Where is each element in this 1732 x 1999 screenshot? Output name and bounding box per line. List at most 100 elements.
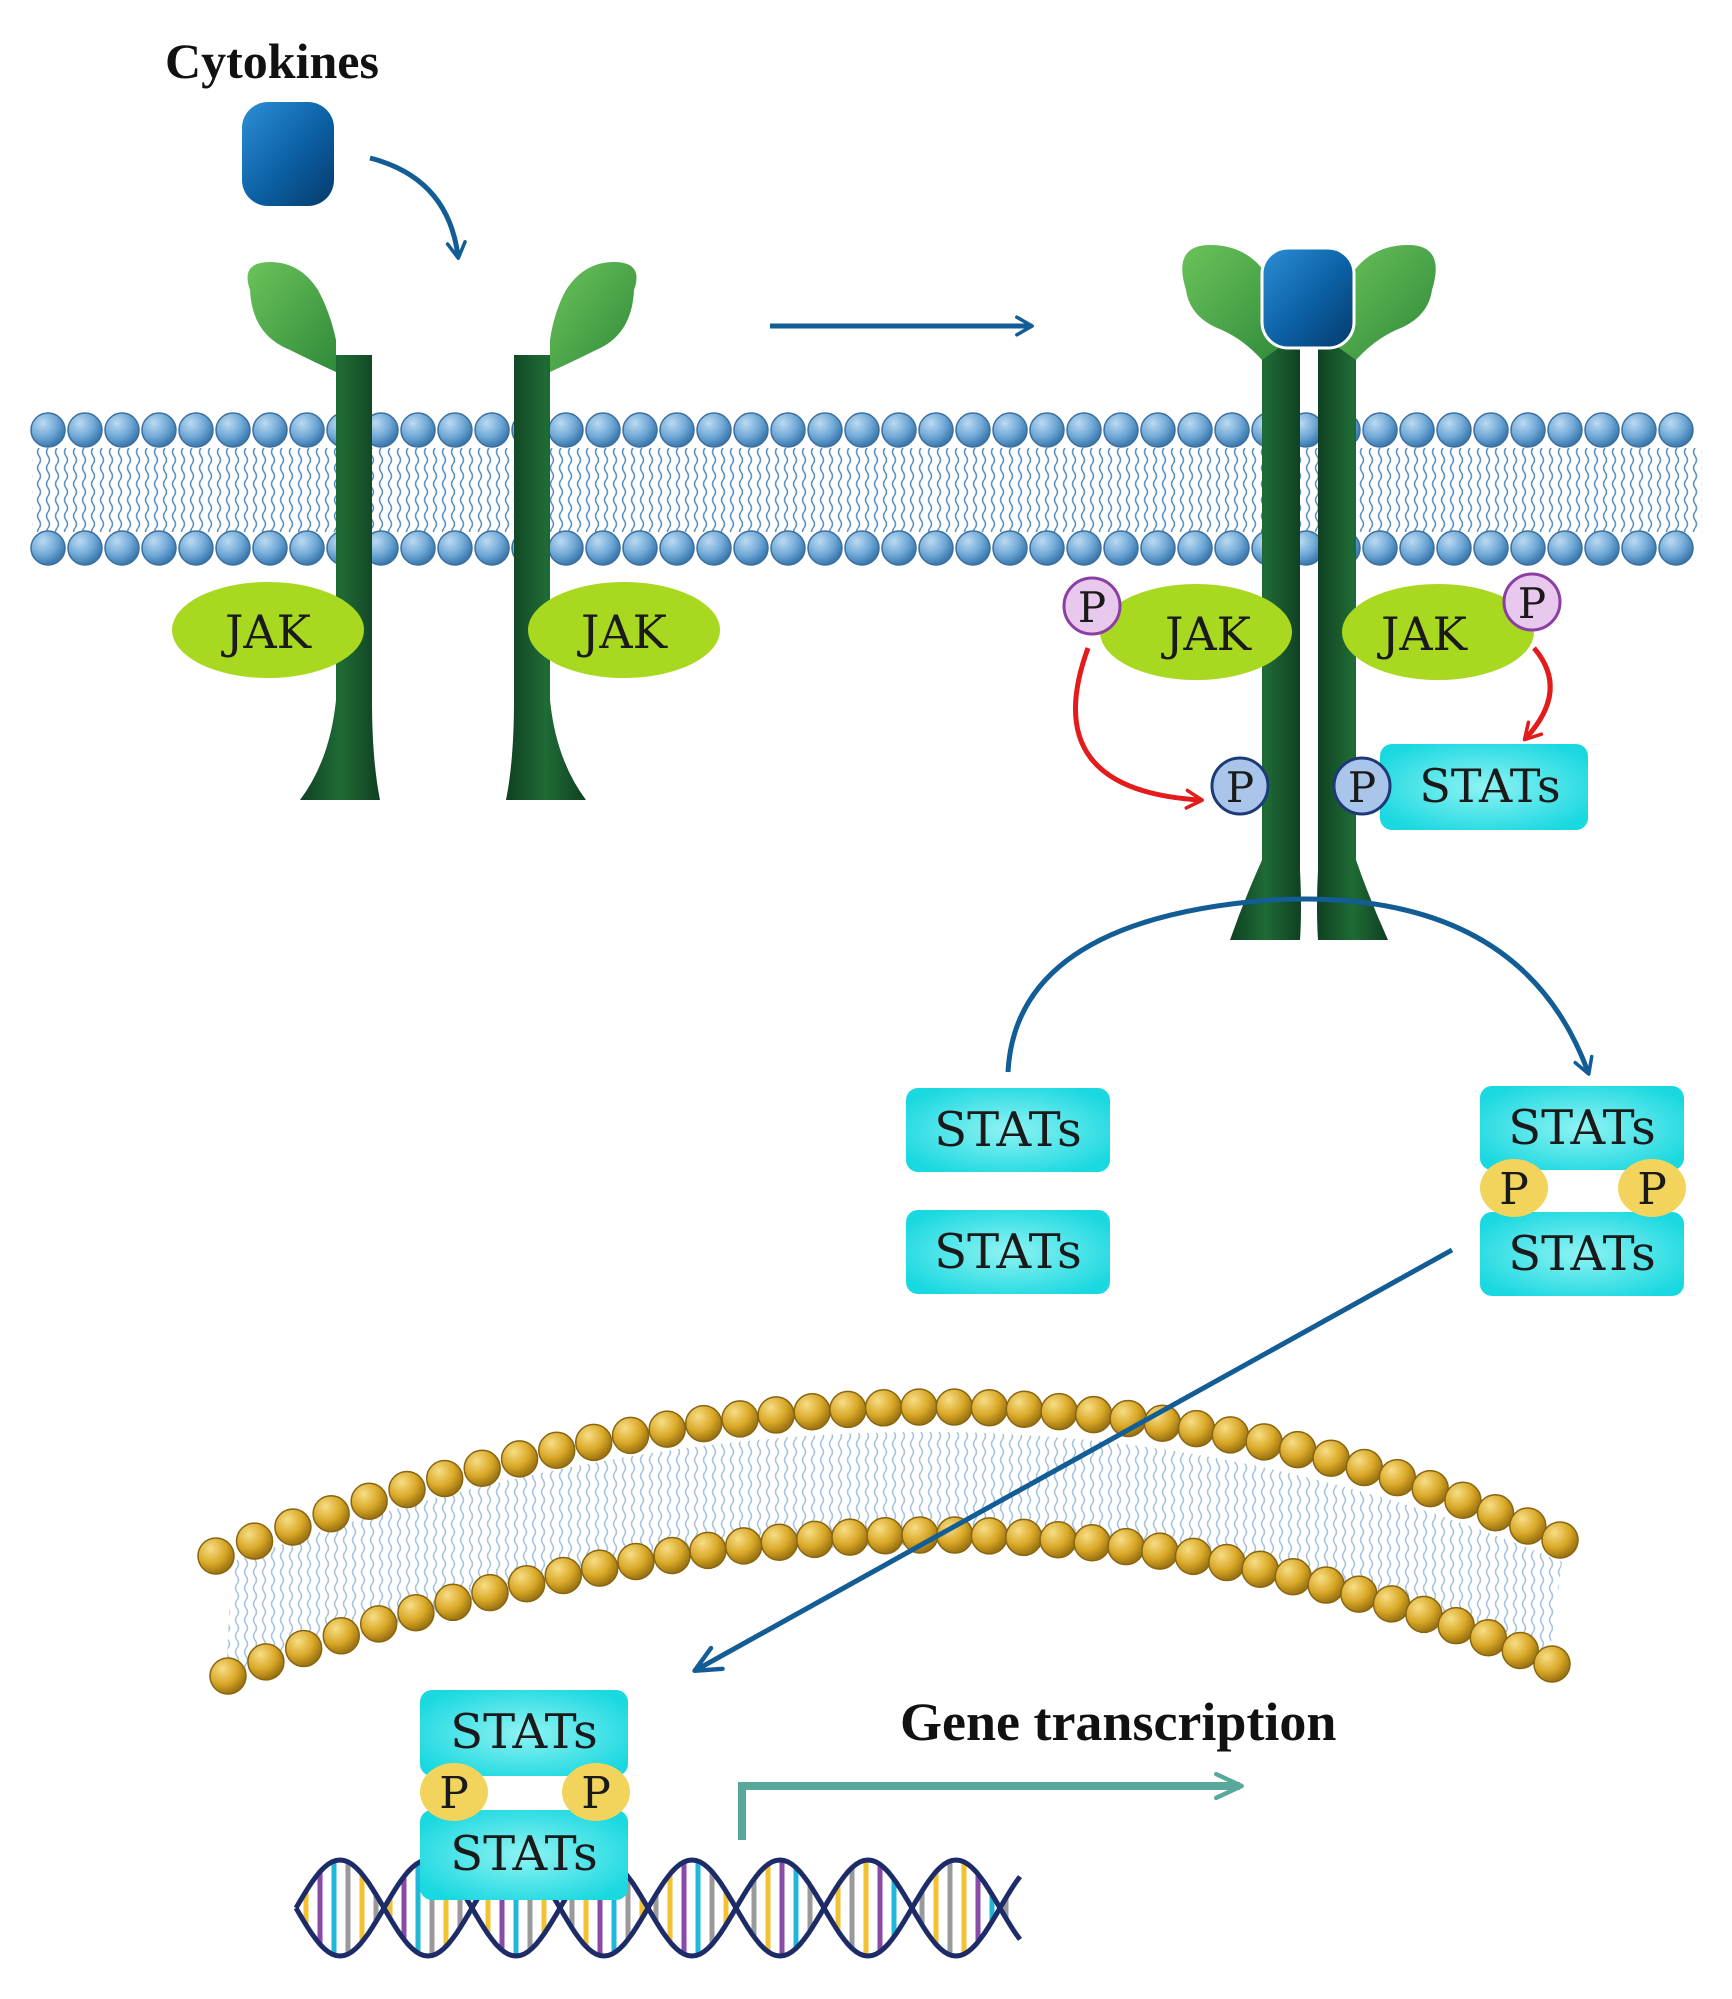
receptor-phosphate-left <box>1210 756 1270 816</box>
nuclear-lipid-head <box>970 1388 1009 1427</box>
lipid-head <box>955 530 991 566</box>
dna-strand-a <box>293 1857 1023 1959</box>
lipid-head <box>881 530 917 566</box>
lipid-head <box>1621 412 1657 448</box>
stats-monomer-2-label: STATs <box>934 1224 1081 1280</box>
nuclear-lipid-head <box>1211 1416 1250 1454</box>
lipid-head <box>67 530 103 566</box>
nuclear-lipid-head <box>312 1494 350 1533</box>
lipid-head <box>585 412 621 448</box>
lipid-head <box>1399 530 1435 566</box>
nuclear-lipid-head <box>1005 1518 1043 1557</box>
lipid-head <box>178 530 214 566</box>
nuclear-lipid-head <box>689 1531 727 1570</box>
dimerization-arrow <box>1005 896 1594 1076</box>
receptor-head-right <box>550 262 637 372</box>
lipid-head <box>474 412 510 448</box>
lipid-head <box>1140 530 1176 566</box>
jak-left-phosphate-label: P <box>1078 583 1106 632</box>
nuclear-lipid-head <box>900 1388 938 1426</box>
nuclear-lipid-head <box>1073 1524 1111 1562</box>
lipid-head <box>141 530 177 566</box>
nuclear-lipid-head <box>1405 1595 1443 1634</box>
lipid-head <box>1473 412 1509 448</box>
stats-monomer-1-label: STATs <box>934 1102 1081 1158</box>
nuclear-lipid-head <box>274 1508 312 1546</box>
lipid-head <box>585 530 621 566</box>
jak-right <box>528 582 720 678</box>
nuclear-lipid-head <box>1372 1585 1411 1623</box>
lipid-head <box>1140 412 1176 448</box>
lipid-head <box>1658 412 1694 448</box>
lipid-head <box>659 412 695 448</box>
nuclear-lipid-head <box>1174 1537 1213 1576</box>
nuclear-lipid-head <box>1208 1543 1246 1582</box>
nuclear-lipid-head <box>1141 1532 1179 1570</box>
nuclear-lipid-head <box>197 1537 235 1575</box>
lipid-head <box>807 530 843 566</box>
nuclear-lipid-head <box>1469 1618 1508 1657</box>
cytokine-binding-arrow <box>369 155 467 260</box>
nuclear-stats-bottom-label: STATs <box>450 1826 597 1882</box>
lipid-head <box>1399 412 1435 448</box>
lipid-head <box>1547 530 1583 566</box>
nuclear-lipid-head <box>617 1542 655 1581</box>
nuclear-lipid-head <box>580 1549 619 1587</box>
nuclear-lipid-head <box>1005 1390 1044 1429</box>
gene-transcription-arrow <box>738 1771 1244 1840</box>
nuclear-lipid-head <box>322 1617 361 1655</box>
lipid-head <box>1029 412 1065 448</box>
lipid-head <box>474 530 510 566</box>
dimer-phosphate-right <box>1618 1159 1686 1217</box>
plasma-membrane-inner-heads <box>30 530 1694 566</box>
nuclear-lipid-head <box>1107 1527 1145 1566</box>
dna-double-helix <box>293 1857 1023 1959</box>
receptor-phosphate-left-label: P <box>1226 763 1254 812</box>
nuclear-lipid-head <box>1074 1395 1113 1434</box>
lipid-head <box>1473 530 1509 566</box>
dimer-phosphate-left-label: P <box>1499 1164 1529 1215</box>
receptor-chain-right <box>506 355 586 800</box>
nuclear-lipid-head <box>1177 1409 1216 1448</box>
nuclear-stats-top <box>420 1690 628 1776</box>
lipid-head <box>1362 530 1398 566</box>
jak-right-phosphate-label: P <box>1518 579 1546 628</box>
nuclear-lipid-head <box>434 1583 472 1622</box>
nuclear-lipid-head <box>611 1416 650 1455</box>
nuclear-translocation-arrow <box>692 1247 1454 1674</box>
lipid-head <box>400 412 436 448</box>
lipid-head <box>437 412 473 448</box>
nuclear-lipid-head <box>757 1396 795 1434</box>
jak-active-left <box>1100 584 1292 680</box>
nuclear-phosphate-left-label: P <box>439 1768 469 1819</box>
stats-monomer-1 <box>906 1088 1110 1172</box>
dna-base-pairs <box>303 1860 1009 1956</box>
lipid-head <box>548 412 584 448</box>
lipid-head <box>252 412 288 448</box>
nuclear-lipid-head <box>284 1629 323 1668</box>
stats-docked-label: STATs <box>1419 759 1560 813</box>
nuclear-lipid-head <box>350 1482 388 1520</box>
receptor-head-left <box>247 262 336 372</box>
nuclear-lipid-head <box>1437 1606 1475 1645</box>
nuclear-lipid-head <box>1411 1469 1449 1508</box>
lipid-head <box>1436 412 1472 448</box>
nuclear-lipid-head <box>1040 1392 1078 1431</box>
phosphorylation-arrow-right <box>1522 646 1553 742</box>
jak-left <box>172 582 364 678</box>
lipid-head <box>696 412 732 448</box>
lipid-head <box>215 412 251 448</box>
lipid-head <box>992 530 1028 566</box>
jak-active-right <box>1342 584 1534 680</box>
stats-dimer-cytoplasm: STATs STATs P P <box>1480 1086 1686 1296</box>
dna-strand-b <box>293 1857 1023 1959</box>
cytokine-ligand <box>242 102 334 206</box>
jak-active-left-label: JAK <box>1161 607 1253 661</box>
nuclear-lipid-head <box>1378 1458 1417 1497</box>
lipid-head <box>141 412 177 448</box>
lipid-head <box>437 530 473 566</box>
receptor-phosphate-right-label: P <box>1348 763 1376 812</box>
nuclear-lipid-head <box>247 1643 285 1681</box>
nuclear-stats-bottom <box>420 1810 628 1900</box>
nuclear-lipid-head <box>721 1400 759 1438</box>
